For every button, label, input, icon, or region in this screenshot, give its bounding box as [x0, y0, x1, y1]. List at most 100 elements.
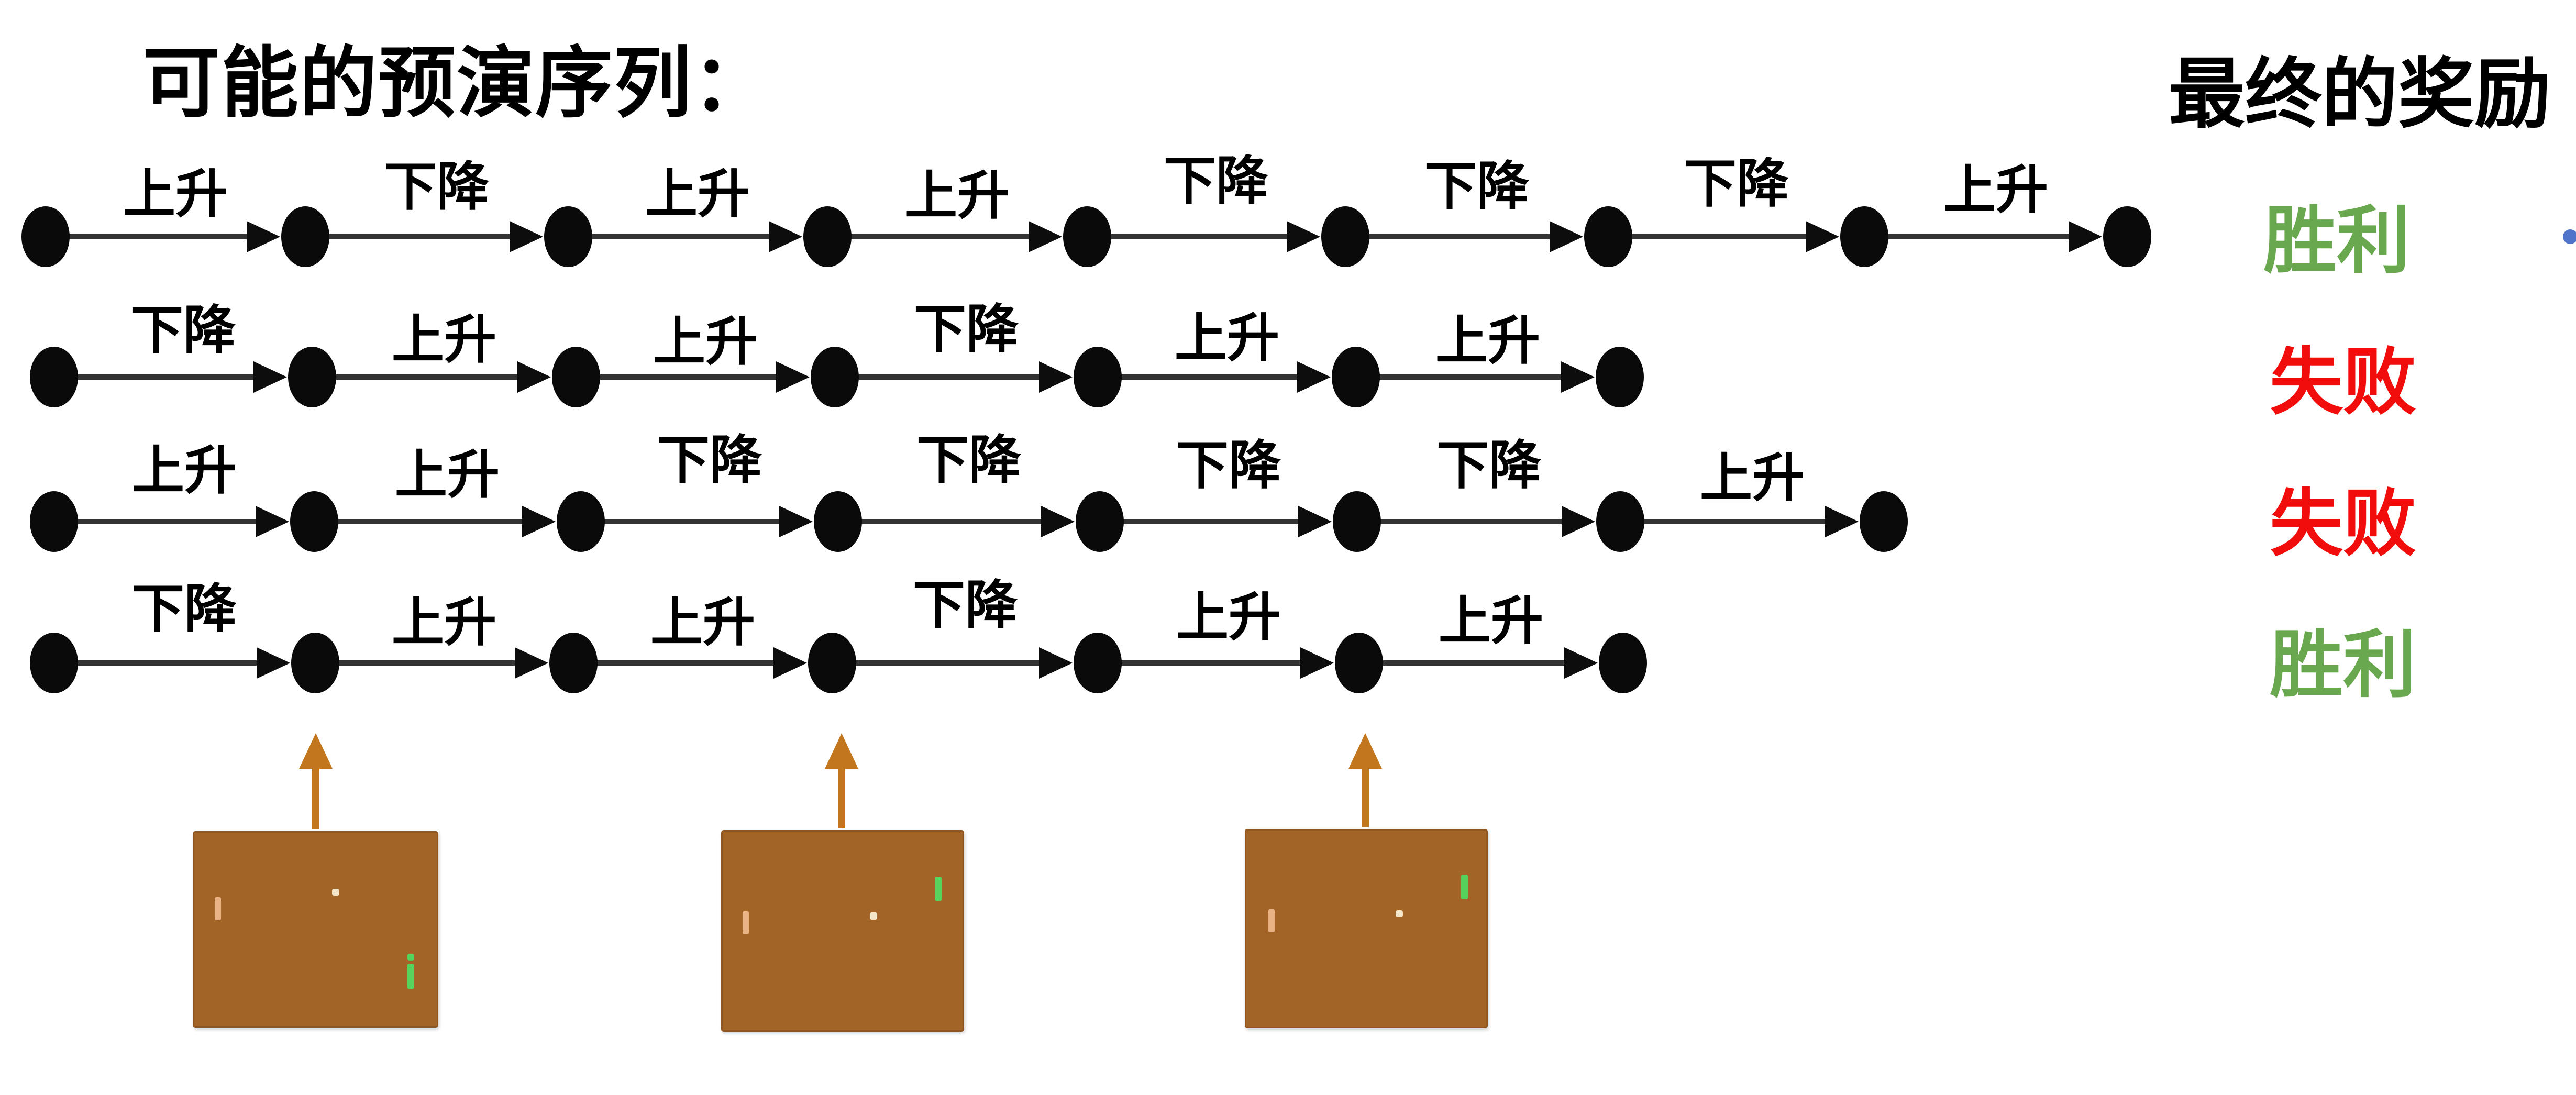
state-node — [808, 633, 856, 693]
transition-label: 下降 — [384, 156, 489, 217]
transition-label: 下降 — [1176, 434, 1281, 496]
state-node — [30, 347, 78, 407]
transition-label: 下降 — [914, 298, 1019, 360]
transition-label: 上升 — [1435, 309, 1540, 371]
transition-arrowhead-icon — [1041, 506, 1075, 537]
state-node — [1584, 206, 1632, 267]
state-node — [1599, 633, 1647, 693]
transition-arrowhead-icon — [1550, 221, 1583, 252]
transition-arrowhead-icon — [256, 506, 289, 537]
reward-column-header: 最终的奖励 — [2169, 49, 2551, 139]
screenshot-pointer-arrowhead-icon — [825, 733, 858, 769]
transition-arrowhead-icon — [1029, 221, 1062, 252]
left-paddle — [742, 911, 749, 935]
state-node — [30, 491, 78, 552]
state-node — [1840, 206, 1888, 267]
transition-arrowhead-icon — [1287, 221, 1320, 252]
state-node — [1596, 347, 1644, 407]
transition-label: 上升 — [395, 444, 500, 505]
state-node — [1332, 347, 1380, 407]
transition-arrowhead-icon — [1806, 221, 1839, 252]
transition-arrowhead-icon — [1039, 361, 1073, 393]
state-node — [1321, 206, 1369, 267]
right-paddle — [407, 963, 414, 989]
transition-label: 下降 — [1684, 152, 1789, 214]
transition-label: 上升 — [1439, 590, 1543, 651]
transition-label: 上升 — [392, 591, 496, 653]
transition-arrowhead-icon — [1561, 361, 1595, 393]
transition-label: 下降 — [916, 429, 1021, 491]
reward-label-defeat: 失败 — [2269, 339, 2417, 425]
ball — [1395, 910, 1403, 918]
transition-label: 上升 — [1176, 586, 1281, 648]
state-node — [552, 347, 600, 407]
clipped-edge-dot — [2563, 229, 2576, 244]
transition-label: 下降 — [913, 574, 1018, 636]
transition-label: 上升 — [392, 308, 496, 370]
ball — [869, 912, 877, 920]
left-paddle — [215, 897, 222, 921]
screenshot-pointer-arrowhead-icon — [299, 733, 333, 769]
transition-label: 下降 — [1164, 150, 1268, 212]
transition-label: 下降 — [131, 299, 236, 361]
transition-arrowhead-icon — [773, 647, 807, 679]
state-node — [1063, 206, 1111, 267]
state-node — [1333, 491, 1381, 552]
transition-label: 上升 — [132, 439, 237, 501]
transition-arrowhead-icon — [1564, 647, 1598, 679]
screenshot-pointer-arrowhead-icon — [1348, 733, 1382, 769]
state-node — [1335, 633, 1383, 693]
state-node — [803, 206, 852, 267]
transition-arrowhead-icon — [769, 221, 802, 252]
right-paddle-cap — [407, 953, 414, 961]
reward-label-defeat: 失败 — [2269, 481, 2417, 567]
transition-label: 上升 — [653, 311, 758, 372]
state-node — [811, 347, 859, 407]
transition-arrowhead-icon — [247, 221, 280, 252]
state-node — [544, 206, 592, 267]
pong-game-screenshot — [1245, 829, 1488, 1028]
transition-label: 上升 — [905, 164, 1010, 226]
reward-label-victory: 胜利 — [2263, 198, 2411, 284]
transition-arrowhead-icon — [517, 361, 551, 393]
transition-arrowhead-icon — [1825, 506, 1859, 537]
ball — [331, 889, 339, 897]
reward-label-victory: 胜利 — [2269, 622, 2417, 708]
state-node — [1074, 347, 1122, 407]
transition-arrowhead-icon — [1562, 506, 1595, 537]
state-node — [281, 206, 329, 267]
transition-arrowhead-icon — [1039, 647, 1073, 679]
transition-label: 下降 — [132, 578, 237, 639]
pong-game-screenshot — [193, 831, 438, 1028]
transition-label: 上升 — [645, 163, 750, 225]
state-node — [1860, 491, 1908, 552]
transition-arrowhead-icon — [522, 506, 556, 537]
state-node — [557, 491, 605, 552]
transition-arrowhead-icon — [779, 506, 813, 537]
state-node — [1074, 633, 1122, 693]
left-paddle — [1268, 909, 1275, 933]
transition-arrowhead-icon — [776, 361, 810, 393]
state-node — [549, 633, 598, 693]
state-node — [30, 633, 78, 693]
state-node — [1596, 491, 1644, 552]
right-paddle — [934, 876, 942, 901]
transition-arrowhead-icon — [510, 221, 543, 252]
transition-label: 上升 — [123, 163, 228, 225]
transition-arrowhead-icon — [1300, 647, 1334, 679]
transition-arrowhead-icon — [1297, 361, 1331, 393]
state-node — [814, 491, 862, 552]
transition-label: 上升 — [1943, 159, 2048, 220]
page-title: 可能的预演序列： — [142, 37, 771, 128]
transition-label: 上升 — [1700, 447, 1805, 508]
transition-arrowhead-icon — [515, 647, 548, 679]
state-node — [291, 633, 339, 693]
transition-label: 上升 — [1175, 307, 1279, 369]
state-node — [1076, 491, 1124, 552]
pong-game-screenshot — [721, 830, 964, 1032]
transition-arrowhead-icon — [257, 647, 290, 679]
transition-label: 下降 — [1424, 155, 1529, 217]
transition-arrowhead-icon — [1298, 506, 1332, 537]
transition-arrowhead-icon — [2069, 221, 2102, 252]
